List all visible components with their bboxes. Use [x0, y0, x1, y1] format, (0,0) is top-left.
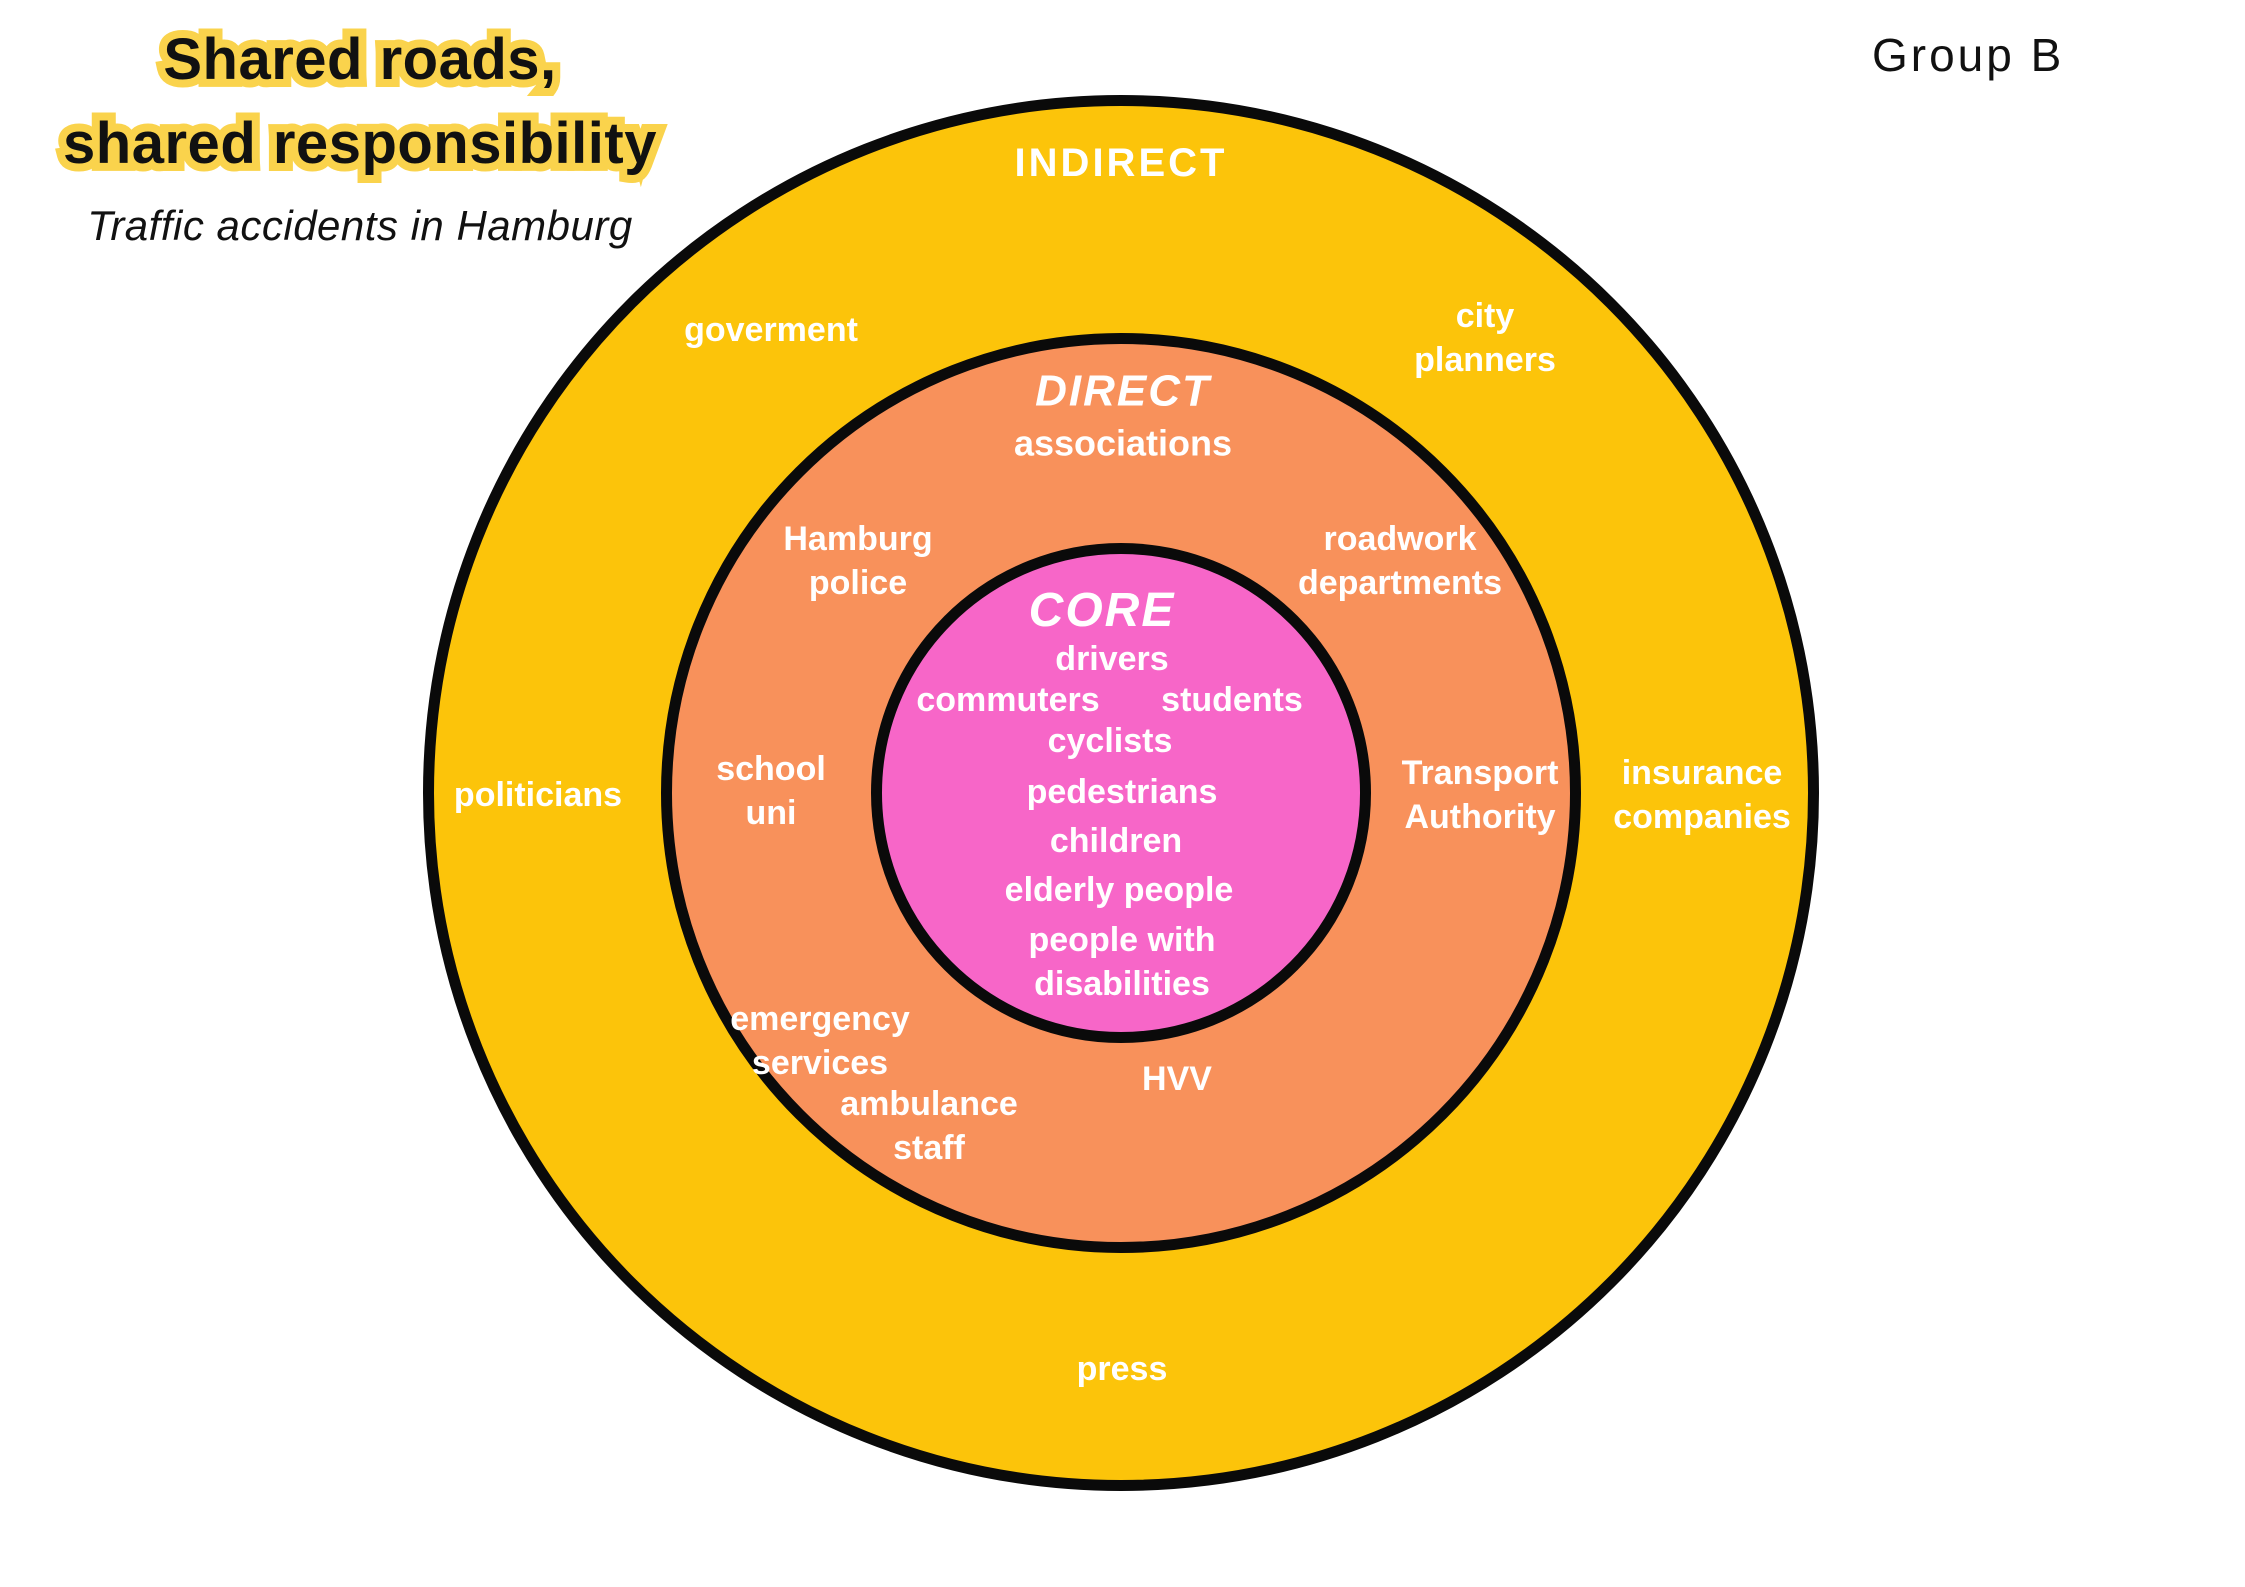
- direct-item-roadwork-departments: roadwork departments: [1297, 519, 1503, 602]
- core-item-drivers: drivers: [1055, 639, 1169, 678]
- poster-title-line-2: shared responsibility: [40, 102, 680, 186]
- direct-ring-label: DIRECT: [1035, 366, 1211, 416]
- indirect-item-press: press: [1076, 1349, 1168, 1388]
- direct-item-hamburg-police: Hamburg police: [783, 519, 933, 602]
- core-item-commuters: commuters: [916, 680, 1100, 719]
- indirect-item-goverment: goverment: [684, 310, 858, 349]
- direct-item-transport-authority: Transport Authority: [1401, 753, 1559, 836]
- direct-item-hvv: HVV: [1142, 1059, 1212, 1098]
- poster-subtitle: Traffic accidents in Hamburg: [87, 202, 633, 250]
- direct-item-ambulance-staff: ambulance staff: [840, 1084, 1018, 1167]
- core-item-students: students: [1161, 680, 1303, 719]
- poster-title-line-1: Shared roads,: [40, 18, 680, 102]
- indirect-item-insurance-companies: insurance companies: [1613, 753, 1791, 836]
- group-label: Group B: [1872, 29, 2065, 81]
- core-item-pedestrians: pedestrians: [1026, 772, 1218, 811]
- indirect-ring-label: INDIRECT: [1014, 141, 1228, 185]
- poster-title-block: Shared roads, shared responsibility Traf…: [40, 18, 680, 250]
- core-item-people-with-disabilities: people with disabilities: [1028, 920, 1216, 1003]
- core-item-elderly-people: elderly people: [1004, 870, 1234, 909]
- core-label: CORE: [1028, 583, 1176, 637]
- core-item-cyclists: cyclists: [1047, 721, 1173, 760]
- core-item-children: children: [1049, 821, 1183, 860]
- direct-item-emergency-services: emergency services: [730, 999, 910, 1082]
- core-circle: [871, 543, 1371, 1043]
- direct-item-school-uni: school uni: [716, 749, 826, 832]
- direct-item-associations: associations: [1013, 422, 1233, 464]
- indirect-item-city-planners: city planners: [1414, 296, 1556, 379]
- indirect-item-politicians: politicians: [453, 775, 623, 814]
